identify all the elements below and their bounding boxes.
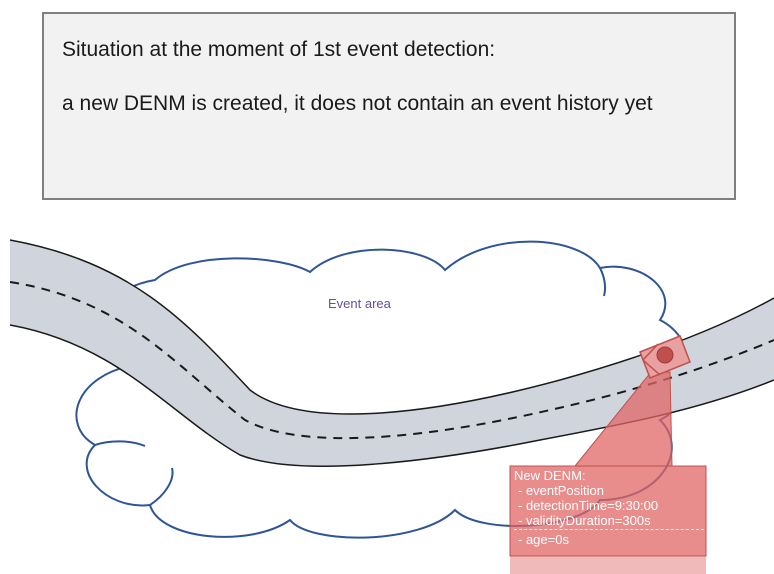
- denm-field: - eventPosition: [518, 483, 604, 498]
- situation-detail: a new DENM is created, it does not conta…: [62, 92, 653, 115]
- denm-divider: [514, 529, 704, 530]
- situation-description-box: Situation at the moment of 1st event det…: [42, 12, 736, 200]
- denm-callout-extra: [510, 556, 706, 574]
- denm-callout: New DENM: - eventPosition - detectionTim…: [512, 466, 706, 547]
- denm-age: - age=0s: [518, 532, 569, 547]
- denm-callout-box: [509, 465, 707, 557]
- road: [10, 240, 774, 467]
- denm-field: - detectionTime=9:30:00: [518, 498, 659, 513]
- denm-field: - validityDuration=300s: [518, 513, 651, 528]
- situation-heading: Situation at the moment of 1st event det…: [62, 38, 496, 61]
- event-marker-icon: [639, 335, 691, 379]
- event-area-label: Event area: [328, 296, 391, 311]
- cloud-inner-line: [149, 467, 174, 506]
- denm-title: New DENM:: [514, 468, 586, 483]
- cloud-inner-line: [94, 440, 146, 447]
- cloud-inner-line: [599, 267, 606, 297]
